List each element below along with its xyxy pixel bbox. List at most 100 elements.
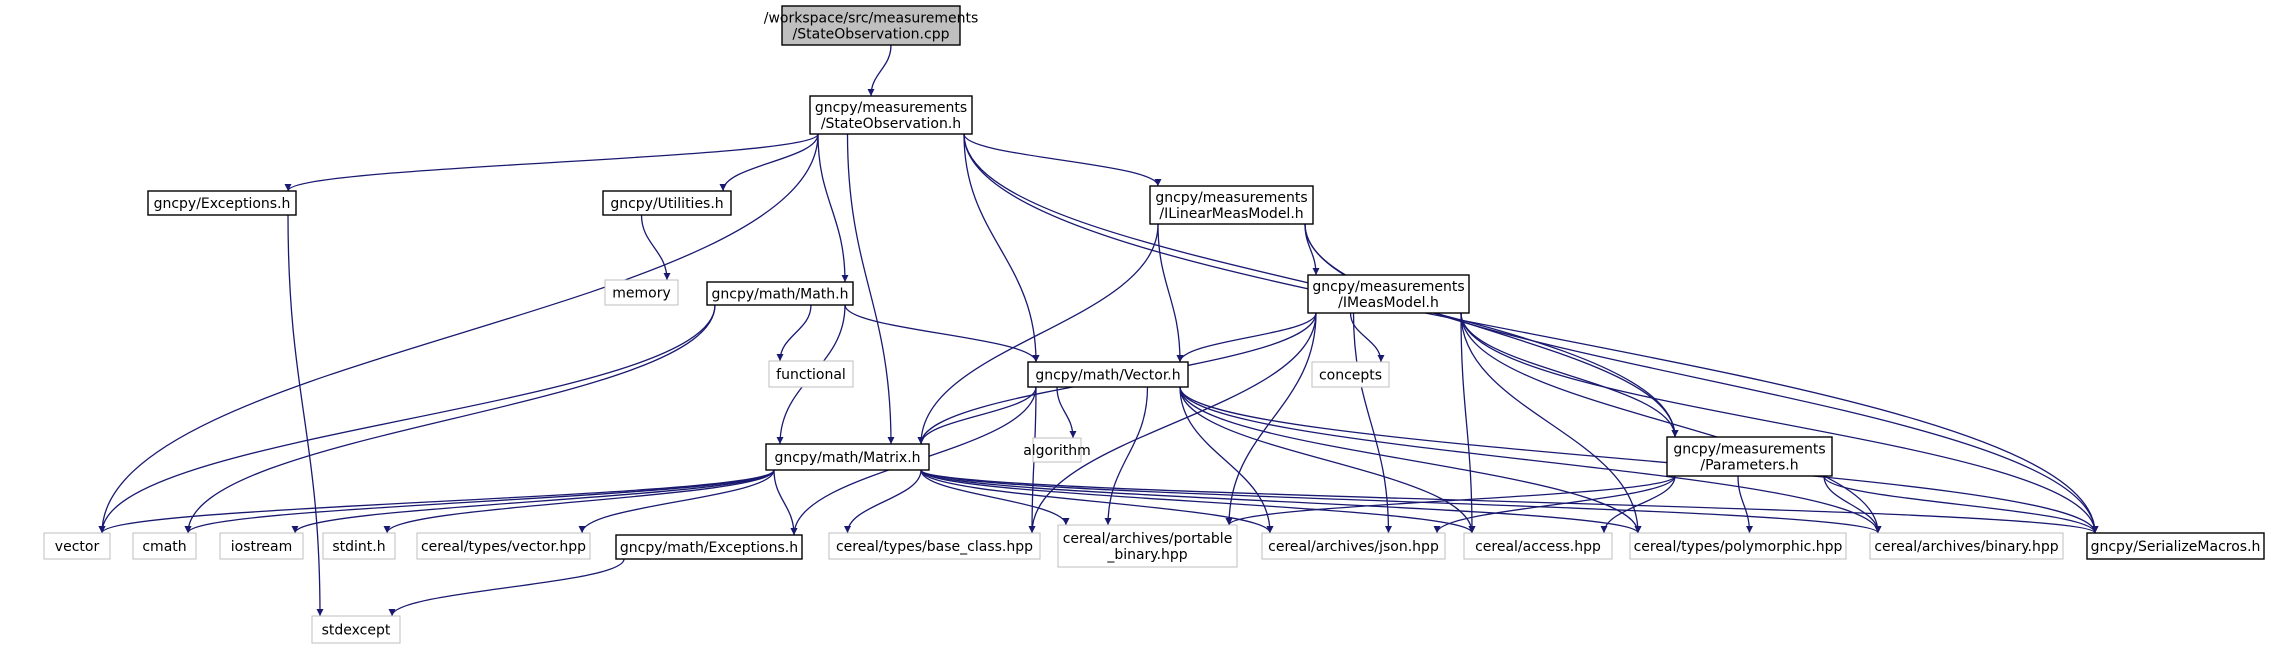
edge-math_exceptions_h-to-stdexcept [388,558,625,617]
node-label: cereal/access.hpp [1475,539,1601,555]
edge-vector_h-to-json [1179,386,1274,534]
node-box [602,190,732,216]
node-concepts: concepts [1311,361,1390,388]
edge-imeas_h-to-params_h [1460,312,1679,438]
node-root[interactable]: /workspace/src/measurements/StateObserva… [764,5,979,46]
node-label: /StateObservation.h [821,116,961,132]
edge-vector_h-to-polymorphic [1179,386,1642,534]
edge-matrix_h-to-base_class [844,469,922,534]
node-label: cereal/archives/json.hpp [1268,539,1439,555]
edge-imeas_h-to-polymorphic [1460,312,1642,534]
node-box [1027,361,1189,388]
node-label: cereal/archives/binary.hpp [1874,539,2058,555]
node-box [1307,274,1470,314]
node-box [43,532,111,560]
node-access: cereal/access.hpp [1463,532,1613,560]
node-label: algorithm [1023,443,1091,459]
node-label: gncpy/math/Math.h [712,287,849,303]
edge-exceptions_h-to-stdexcept [287,214,324,617]
node-label: gncpy/measurements [1673,442,1825,458]
node-label: memory [612,286,671,302]
node-box [1629,532,1847,560]
node-label: vector [55,539,100,555]
node-label: gncpy/math/Vector.h [1035,368,1180,384]
node-label: cereal/archives/portable [1063,531,1233,547]
edge-params_h-to-access [1600,475,1676,534]
edge-ilinear_h-to-params_h [1304,223,1679,438]
node-memory: memory [604,279,679,306]
node-serialize_macros_h[interactable]: gncpy/SerializeMacros.h [2086,532,2265,560]
node-label: gncpy/measurements [815,100,967,116]
node-box [1869,532,2064,560]
node-json: cereal/archives/json.hpp [1261,532,1446,560]
edge-matrix_h-to-cmath [184,469,775,534]
node-label: cereal/types/polymorphic.hpp [1634,539,1843,555]
node-stdexcept: stdexcept [311,615,401,644]
node-portable_binary: cereal/archives/portable_binary.hpp [1057,524,1238,568]
node-math_exceptions_h[interactable]: gncpy/math/Exceptions.h [615,534,803,560]
edge-imeas_h-to-portable_binary [1225,312,1317,526]
edge-stateobs_h-to-exceptions_h [284,133,819,192]
node-stdint: stdint.h [322,532,396,560]
node-box [1463,532,1613,560]
edge-imeas_h-to-binary [1460,312,1882,534]
node-box [311,615,401,644]
node-exceptions_h[interactable]: gncpy/Exceptions.h [147,190,297,216]
node-label: /Parameters.h [1700,458,1798,474]
node-box [615,534,803,560]
node-label: stdexcept [322,623,391,639]
edge-vector_h-to-access [1179,386,1476,534]
edge-imeas_h-to-serialize_macros_h [1460,312,2099,534]
node-box [1149,185,1314,225]
node-box [1666,436,1833,477]
edge-matrix_h-to-binary [920,469,1882,534]
edge-imeas_h-to-concepts [1349,312,1385,363]
node-box [768,360,854,388]
edge-params_h-to-portable_binary [1225,475,1676,526]
node-label: cereal/types/vector.hpp [421,539,586,555]
edge-vector_h-to-algorithm [1056,386,1077,439]
node-label: _binary.hpp [1106,547,1187,563]
edge-vector_h-to-matrix_h [917,386,1037,445]
edge-stateobs_h-to-utilities_h [719,133,819,192]
edge-stateobs_h-to-ilinear_h [963,133,1162,187]
node-box [604,279,679,306]
node-utilities_h[interactable]: gncpy/Utilities.h [602,190,732,216]
node-box [1311,361,1390,388]
node-stateobs_h[interactable]: gncpy/measurements/StateObservation.h [809,95,973,135]
edge-math_h-to-vector [98,304,716,534]
node-matrix_h[interactable]: gncpy/math/Matrix.h [765,443,930,471]
node-label: cmath [142,539,186,555]
node-params_h[interactable]: gncpy/measurements/Parameters.h [1666,436,1833,477]
node-base_class: cereal/types/base_class.hpp [828,532,1041,560]
node-label: gncpy/Utilities.h [610,196,723,212]
edge-imeas_h-to-vector_h [1176,312,1317,363]
edge-matrix_h-to-polymorphic [920,469,1642,534]
edge-stateobs_h-to-vector [98,133,819,534]
edge-matrix_h-to-vector [98,469,775,534]
node-box [322,532,396,560]
node-math_h[interactable]: gncpy/math/Math.h [706,281,854,306]
edge-stateobs_h-to-math_h [817,133,849,283]
node-label: iostream [231,539,293,555]
node-polymorphic: cereal/types/polymorphic.hpp [1629,532,1847,560]
node-label: gncpy/math/Exceptions.h [620,540,798,556]
node-box [828,532,1041,560]
edge-math_h-to-cmath [184,304,716,534]
node-vector_h[interactable]: gncpy/math/Vector.h [1027,361,1189,388]
edge-matrix_h-to-iostream [291,469,775,534]
node-box [219,532,304,560]
edge-params_h-to-serialize_macros_h [1823,475,2099,534]
edge-ilinear_h-to-vector_h [1157,223,1184,363]
node-label: /StateObservation.cpp [793,27,950,43]
edge-matrix_h-to-stdint [383,469,775,534]
node-functional: functional [768,360,854,388]
edge-imeas_h-to-json [1352,312,1392,534]
node-cmath: cmath [132,532,197,560]
node-box [765,443,930,471]
node-label: gncpy/Exceptions.h [154,196,291,212]
nodes-layer: /workspace/src/measurements/StateObserva… [43,5,2265,644]
node-ilinear_h[interactable]: gncpy/measurements/ILinearMeasModel.h [1149,185,1314,225]
node-label: gncpy/math/Matrix.h [774,450,920,466]
node-imeas_h[interactable]: gncpy/measurements/IMeasModel.h [1307,274,1470,314]
